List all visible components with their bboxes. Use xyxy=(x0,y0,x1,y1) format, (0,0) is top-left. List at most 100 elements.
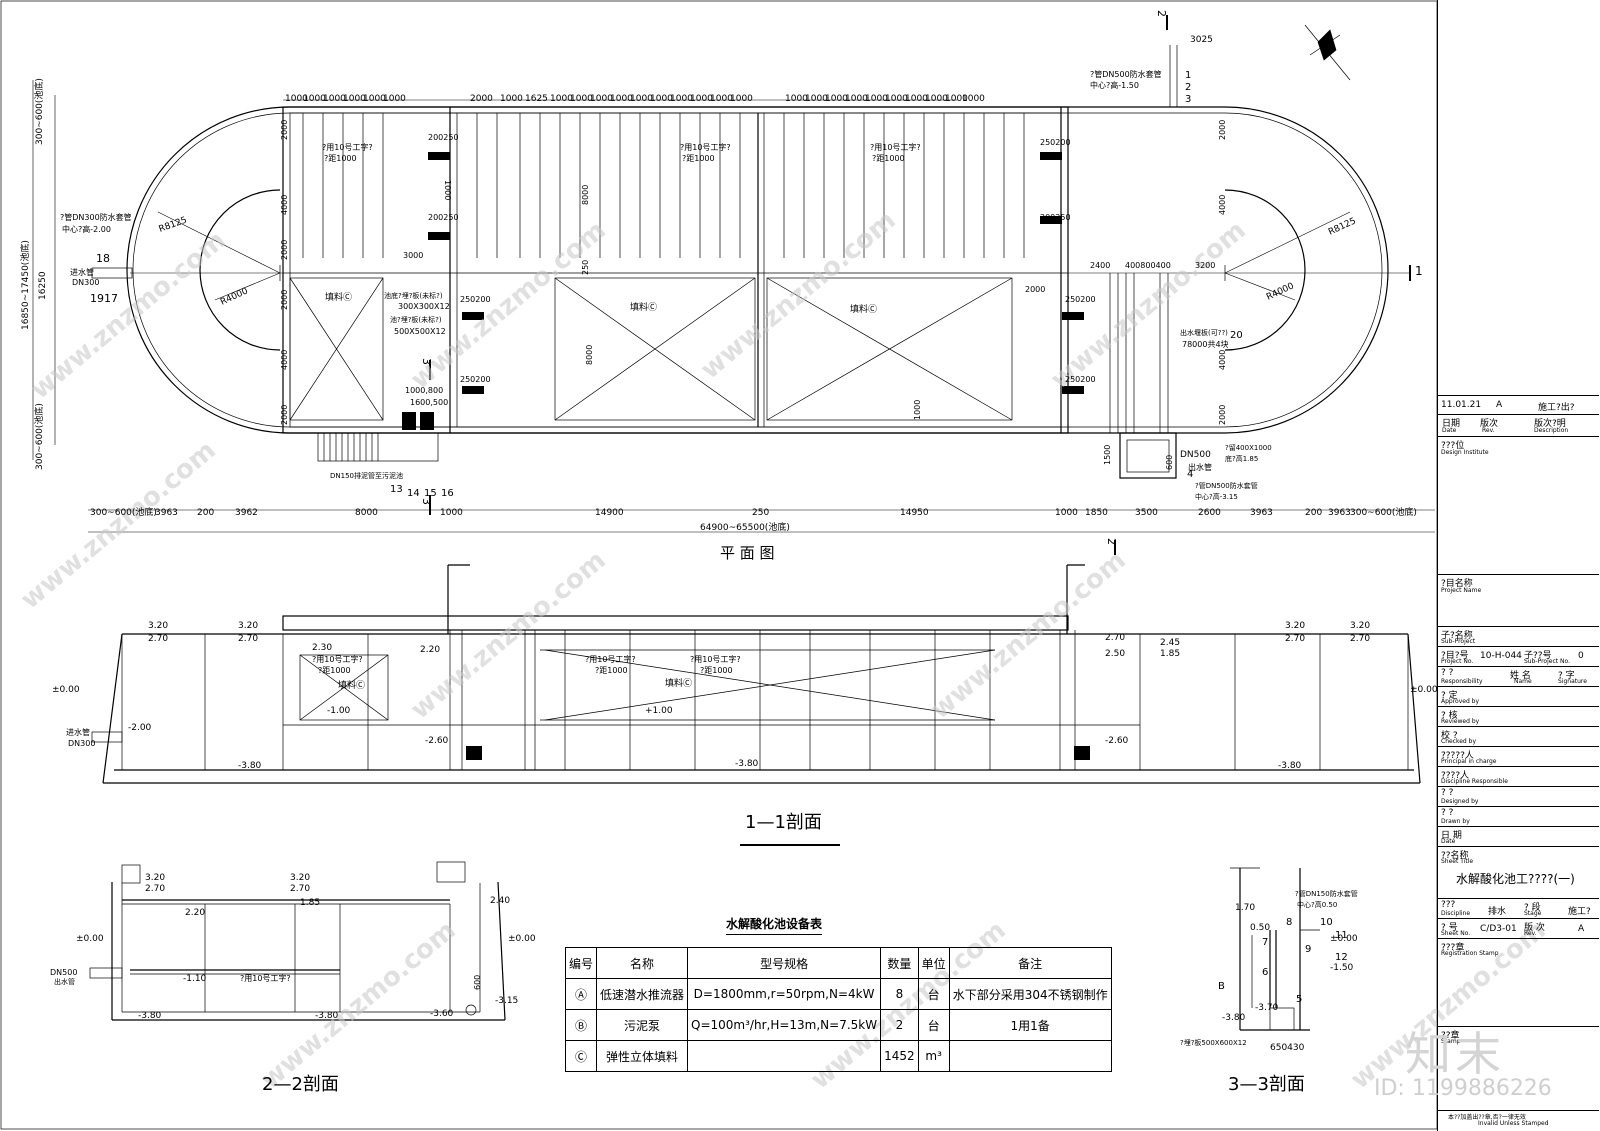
bottom-dim: 3962 xyxy=(235,508,258,518)
level: -3.80 xyxy=(735,759,759,769)
principal-label: ?????人 xyxy=(1441,751,1474,761)
radius-label: R4000 xyxy=(1265,281,1296,303)
level: 2.30 xyxy=(312,643,332,653)
responsibility-en: Responsibility xyxy=(1441,678,1483,685)
stage-value: 施工? xyxy=(1568,907,1591,917)
dim: 200250 xyxy=(428,133,459,142)
level: -3.80 xyxy=(1222,1013,1246,1023)
image-id-label: ID: 1199886226 xyxy=(1374,1076,1552,1101)
table-header: 单位 xyxy=(917,947,950,979)
level: 2.70 xyxy=(290,884,310,894)
dim: 250200 xyxy=(460,295,491,304)
name-col-label: 姓 名 xyxy=(1510,671,1531,681)
top-dim: 1000 xyxy=(323,94,346,104)
section-mark: 3 xyxy=(420,498,433,505)
watermark-text: www.znzmo.com xyxy=(405,545,611,725)
table-cell xyxy=(687,1040,882,1072)
bottom-dim: 3500 xyxy=(1135,508,1158,518)
table-cell: Q=100m³/hr,H=13m,N=7.5kW xyxy=(687,1009,882,1041)
table-cell xyxy=(948,1040,1112,1072)
date-label-en: Date xyxy=(1442,427,1457,434)
note: 填料Ⓒ xyxy=(850,303,877,315)
section-mark: 1 xyxy=(1415,264,1423,278)
note: 3025 xyxy=(1190,35,1213,45)
top-dim: 1000 xyxy=(500,94,523,104)
note: 500X500X12 xyxy=(394,327,446,336)
dim: 600 xyxy=(1165,455,1174,470)
note: ?距1000 xyxy=(324,154,357,163)
level: 3.20 xyxy=(1285,621,1305,631)
sign-col-en: Signature xyxy=(1558,678,1587,685)
date-label: 日期 xyxy=(1442,419,1461,429)
balloon: B xyxy=(1218,981,1225,992)
note: ?用10号工字? xyxy=(585,654,636,664)
top-dim: 1000 xyxy=(610,94,633,104)
dim: 4000 xyxy=(280,195,289,215)
bottom-dim: 14900 xyxy=(595,508,624,518)
dim: 250200 xyxy=(1065,295,1096,304)
top-dim: 1000 xyxy=(303,94,326,104)
invalid-notice-en: Invalid Unless Stamped xyxy=(1478,1120,1549,1127)
balloon: 8 xyxy=(1286,917,1292,928)
level: 0.50 xyxy=(1250,923,1270,933)
radius-label: R8125 xyxy=(158,215,189,234)
level: 2.40 xyxy=(490,896,510,906)
bottom-dim: 14950 xyxy=(900,508,929,518)
note: ?距1000 xyxy=(682,154,715,163)
level: ±0.00 xyxy=(1410,685,1438,695)
rev-description: 施工?出? xyxy=(1538,403,1575,413)
section-mark: 3 xyxy=(420,358,433,365)
sheet-no-label: ? 号 xyxy=(1441,923,1458,933)
section-2-2-title: 2—2剖面 xyxy=(262,1074,339,1095)
note: ?埋?板500X600X12 xyxy=(1180,1038,1247,1047)
top-dim: 1000 xyxy=(805,94,828,104)
discipline-value: 排水 xyxy=(1488,907,1507,917)
discipline-label: ??? xyxy=(1441,900,1456,910)
dim: 250 xyxy=(581,260,590,275)
registration-stamp-label: ???章 xyxy=(1441,943,1465,953)
project-no-en: Project No. xyxy=(1441,658,1474,665)
note: ?用10号工字? xyxy=(680,142,731,152)
balloon: 10 xyxy=(1320,917,1333,928)
sign-col-label: ? 字 xyxy=(1558,671,1575,681)
note: 进水管 xyxy=(70,267,94,277)
note: 填料Ⓒ xyxy=(630,301,657,313)
level: +1.00 xyxy=(645,706,673,716)
top-dim: 1000 xyxy=(630,94,653,104)
discipline-resp-label: ????人 xyxy=(1441,771,1470,781)
table-cell: D=1800mm,r=50rpm,N=4kW xyxy=(687,978,882,1010)
level: 3.20 xyxy=(290,873,310,883)
level: -3.80 xyxy=(315,1011,339,1021)
dim: 1000 xyxy=(913,400,922,420)
designed-label: ? ? xyxy=(1441,788,1454,798)
watermark-text: www.znzmo.com xyxy=(695,205,901,385)
dim: 250200 xyxy=(1040,138,1071,147)
note: 填料Ⓒ xyxy=(338,679,365,691)
dim: 3000 xyxy=(403,251,423,260)
note: ?管DN150防水套管 xyxy=(1295,889,1358,898)
discipline-resp-en: Discipline Responsible xyxy=(1441,778,1508,785)
dim: 1500 xyxy=(1103,445,1112,465)
drawn-label: ? ? xyxy=(1441,808,1454,818)
balloon: 15 xyxy=(424,488,437,499)
top-dim: 1000 xyxy=(590,94,613,104)
top-dim: 1000 xyxy=(962,94,985,104)
level: -1.10 xyxy=(183,974,207,984)
dim: 4000 xyxy=(1218,195,1227,215)
project-name-label: ?目名称 xyxy=(1441,579,1473,589)
discipline-en: Discipline xyxy=(1441,910,1471,917)
balloon: 16 xyxy=(441,488,454,499)
balloon: 20 xyxy=(1230,330,1243,341)
note: ?留400X1000 xyxy=(1225,443,1272,452)
table-cell: 水下部分采用304不锈钢制作 xyxy=(948,978,1112,1010)
level: 1.85 xyxy=(1160,649,1180,659)
top-dim: 1000 xyxy=(690,94,713,104)
project-no-label: ?目?号 xyxy=(1441,651,1469,661)
level: 2.45 xyxy=(1160,638,1180,648)
checked-en: Checked by xyxy=(1441,738,1477,745)
top-dim: 1000 xyxy=(650,94,673,104)
table-row: Ⓑ 污泥泵 Q=100m³/hr,H=13m,N=7.5kW 2 台 1用1备 xyxy=(564,1009,1112,1041)
top-dim: 1000 xyxy=(785,94,808,104)
level: 2.70 xyxy=(145,884,165,894)
